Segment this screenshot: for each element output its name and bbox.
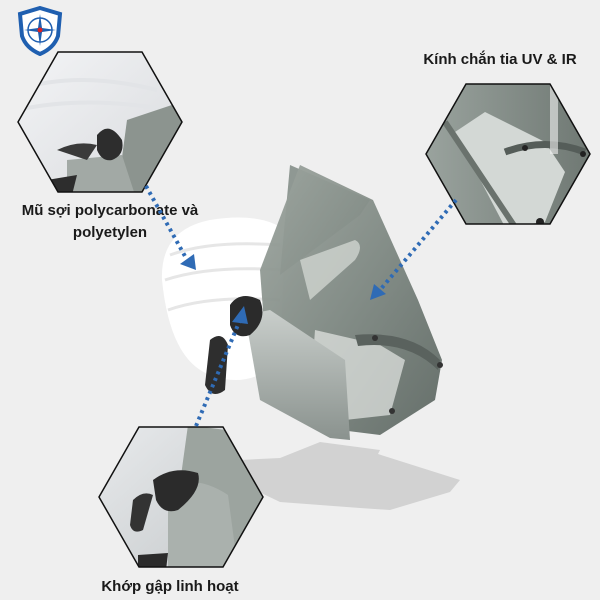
hinge-arrowhead-icon bbox=[232, 306, 248, 324]
helmet-material-label: Mũ sợi polycarbonate và polyetylen bbox=[21, 202, 199, 241]
visor-arrow bbox=[378, 198, 458, 292]
helmet-arrowhead-icon bbox=[180, 254, 196, 270]
flexible-hinge-label: Khớp gập linh hoạt bbox=[101, 578, 239, 595]
product-shadow bbox=[240, 440, 470, 520]
helmet-closeup-callout bbox=[17, 50, 183, 195]
helmet-closeup-image bbox=[17, 51, 183, 193]
hinge-closeup-callout bbox=[98, 425, 264, 570]
helmet-arrow bbox=[144, 185, 188, 259]
hinge-arrow bbox=[194, 319, 242, 427]
compass-shield-icon bbox=[17, 6, 63, 56]
uv-ir-shield-label: Kính chắn tia UV & IR bbox=[423, 51, 577, 68]
brand-logo bbox=[16, 6, 64, 56]
hinge-closeup-image bbox=[98, 426, 264, 568]
visor-arrowhead-icon bbox=[370, 284, 386, 300]
helmet-with-face-shield-image bbox=[150, 160, 450, 445]
